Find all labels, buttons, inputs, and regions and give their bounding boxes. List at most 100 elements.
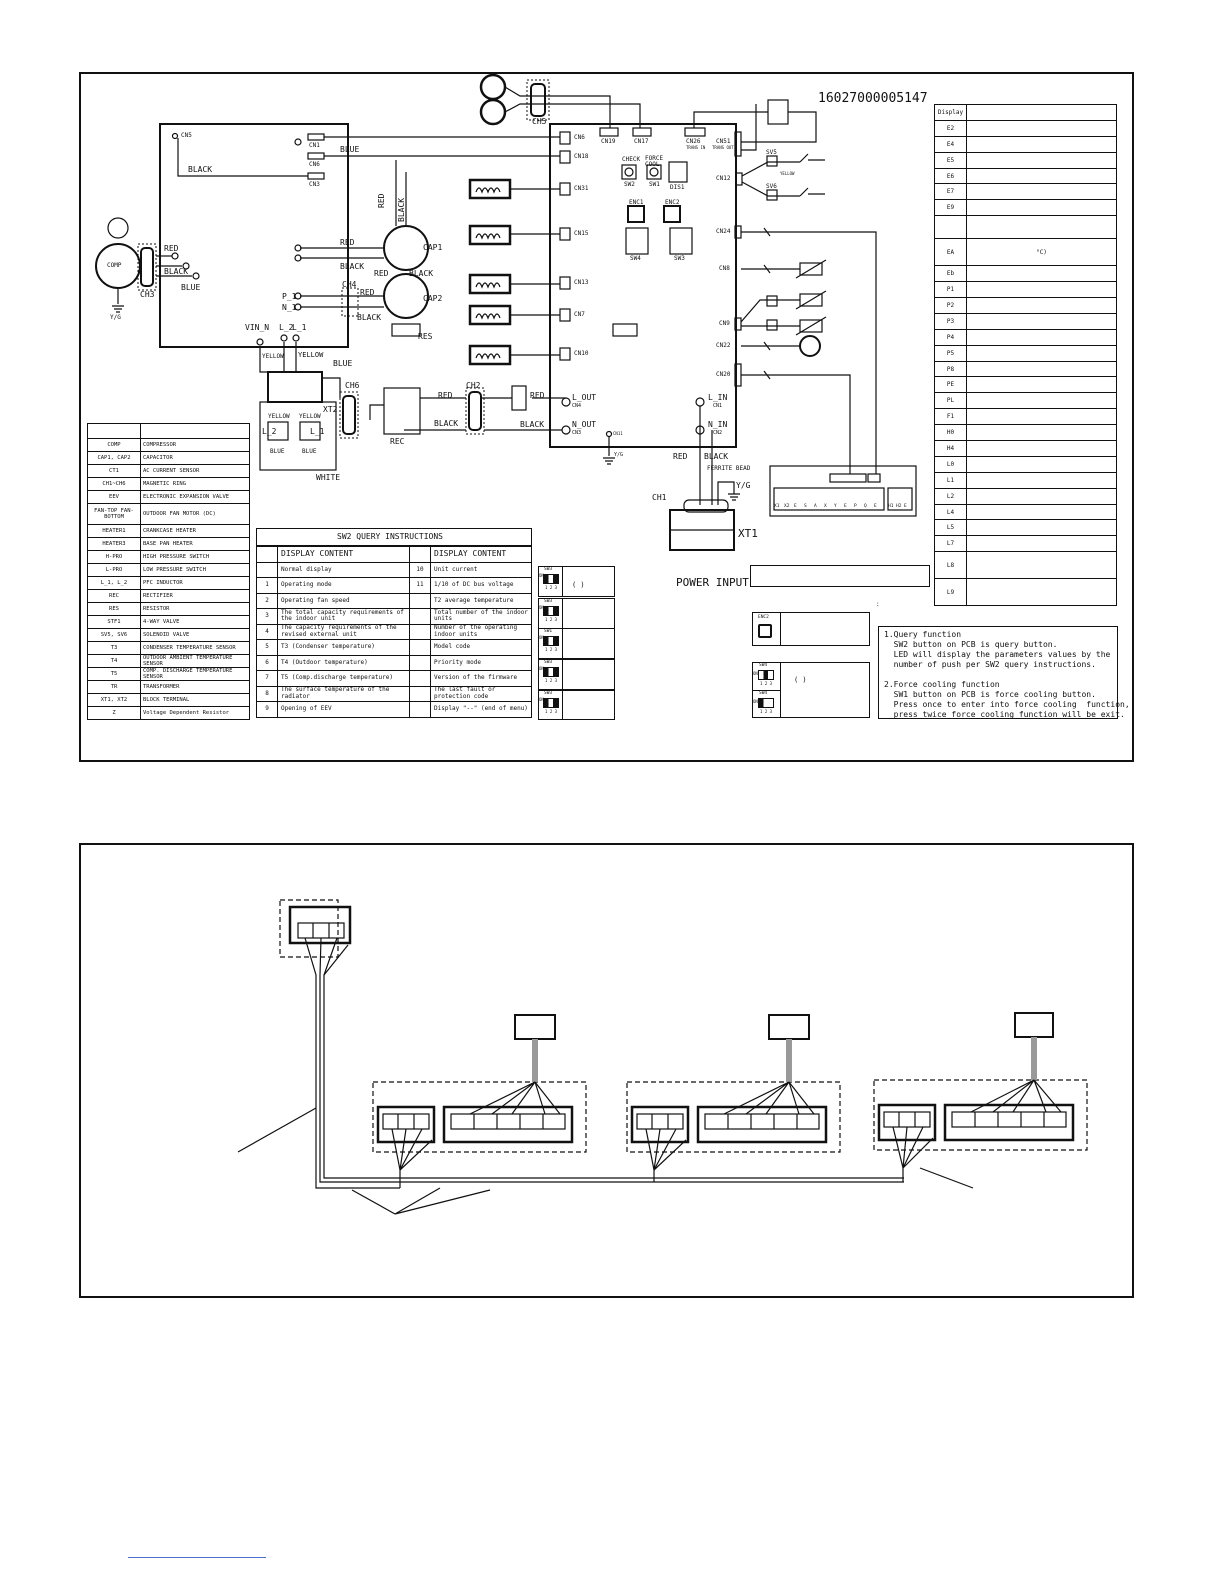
label-dis1: DIS1: [670, 184, 685, 191]
label-main-cn8: CN8: [719, 265, 730, 272]
sw4-on-label: ON: [753, 699, 758, 704]
label-main-cn12: CN12: [716, 175, 731, 182]
label-ipm-vin-n: VIN_N: [245, 323, 270, 332]
label-rec-black: BLACK: [434, 419, 459, 428]
label-enc1: ENC1: [629, 199, 644, 206]
label-cap-red-1: RED: [340, 238, 355, 247]
error-row: E5: [934, 151, 1117, 169]
error-row: L5: [934, 519, 1117, 537]
label-res: RES: [418, 332, 433, 341]
query-content: Opening of EEV: [277, 701, 410, 718]
dip-switch-graphic: [543, 606, 559, 616]
label-main-cn9: CN9: [719, 320, 730, 327]
dip-switch-graphic: [543, 667, 559, 677]
label-ch2: CH2: [466, 381, 481, 390]
label-wire-blue-ipm: BLUE: [340, 145, 360, 154]
label-enc2: ENC2: [665, 199, 680, 206]
label-comp-blue: BLUE: [181, 283, 201, 292]
dip-switch-name: SW3: [544, 599, 553, 604]
dip-switch-divider: [562, 598, 563, 628]
label-xt2-blue: BLUE: [333, 359, 353, 368]
legend-description: Voltage Dependent Resistor: [140, 706, 250, 720]
query-content: Number of the operating indoor units: [430, 623, 532, 640]
dip-switch-scale: 1 2 3: [545, 617, 558, 622]
label-ipm-l1: L_1: [292, 323, 307, 332]
query-content: The total capacity requirements of the i…: [277, 608, 410, 625]
enc2-divider: [780, 612, 781, 646]
dip-switch-scale: 1 2 3: [545, 678, 558, 683]
dip-switch-divider: [562, 659, 563, 689]
dip-switch-divider: [562, 690, 563, 720]
label-cn12-yellow: YELLOW: [780, 171, 795, 176]
sw4-graphic-b: [758, 698, 774, 708]
label-ipm-yellow-short: YELLOW: [262, 353, 284, 360]
label-main-cn13: CN13: [574, 279, 589, 286]
terminal-label: E: [844, 504, 847, 509]
label-ipm-cn5: CN5: [181, 132, 192, 139]
label-ch5: CH5: [532, 117, 547, 126]
terminal-label: Q: [864, 504, 867, 509]
label-check: CHECK: [622, 156, 641, 163]
label-sw4: SW4: [630, 255, 641, 262]
error-row: L8: [934, 551, 1117, 580]
dip-paren-note: ( ): [572, 581, 585, 589]
label-power-input: POWER INPUT: [676, 576, 749, 589]
enc2-graphic: [758, 624, 772, 638]
label-main-cn2: CN2: [713, 430, 723, 436]
label-rec-red: RED: [438, 391, 453, 400]
label-comp-black: BLACK: [164, 267, 189, 276]
terminal-label: X: [824, 504, 827, 509]
dip-on-label: ON: [539, 697, 544, 702]
error-row: P3: [934, 312, 1117, 330]
label-main-cn11: CN11: [613, 431, 623, 436]
function-notes: 1.Query function SW2 button on PCB is qu…: [878, 626, 1130, 719]
terminal-label: H2: [896, 504, 902, 509]
label-main-cn19: CN19: [601, 138, 616, 145]
label-main-l-in: L_IN: [708, 393, 728, 402]
error-row: P8: [934, 360, 1117, 378]
empty-label-box: [750, 565, 930, 587]
label-main-cn24: CN24: [716, 228, 731, 235]
terminal-label: Y: [834, 504, 837, 509]
label-main-cn22: CN22: [716, 342, 731, 349]
label-input-black: BLACK: [704, 452, 729, 461]
part-number: 16027000005147: [818, 91, 928, 106]
error-row: L2: [934, 487, 1117, 505]
error-row: L4: [934, 503, 1117, 521]
label-ipm-cn3: CN3: [309, 181, 320, 188]
label-main-cn51: CN51: [716, 138, 731, 145]
label-out-red: RED: [530, 391, 545, 400]
label-cap2: CAP2: [423, 294, 443, 303]
label-force-cool: FORCE COOL: [645, 155, 664, 168]
terminal-label: E: [904, 504, 907, 509]
dip-switch-scale: 1 2 3: [545, 647, 558, 652]
query-title: SW2 QUERY INSTRUCTIONS: [337, 532, 443, 541]
label-sw3: SW3: [674, 255, 685, 262]
label-cap-black-1: BLACK: [340, 262, 365, 271]
wiring-diagram-frame: [79, 72, 1134, 762]
sw4-label-b: SW4: [759, 691, 768, 696]
error-description: °C): [966, 238, 1117, 267]
terminal-label: A: [814, 504, 817, 509]
query-title-box: SW2 QUERY INSTRUCTIONS: [256, 528, 532, 546]
label-ferrite-bead: FERRITE BEAD: [707, 465, 751, 472]
label-rec: REC: [390, 437, 405, 446]
sw4-paren-note: ( ): [794, 676, 807, 684]
legend-code: Z: [87, 706, 141, 720]
dip-colon: :: [876, 601, 880, 608]
label-ipm-cn6: CN6: [309, 161, 320, 168]
label-wire-black-ipm: BLACK: [188, 165, 213, 174]
dip-switch-graphic: [543, 574, 559, 584]
dip-on-label: ON: [539, 666, 544, 671]
label-main-cn4: CN4: [572, 403, 582, 409]
label-cap1: CAP1: [423, 243, 443, 252]
